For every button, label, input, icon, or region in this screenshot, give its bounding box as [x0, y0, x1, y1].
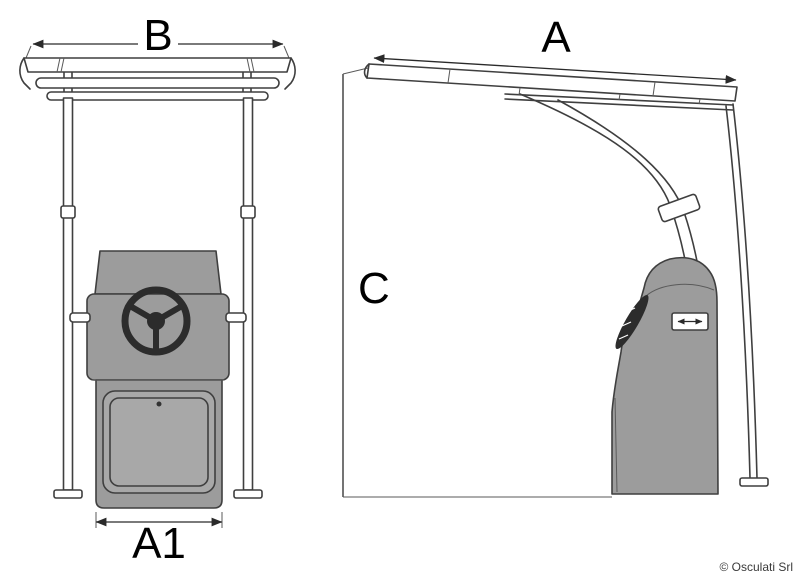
side-view: A C	[342, 13, 769, 498]
steering-wheel-side	[615, 294, 649, 350]
tube-joint-collar	[657, 193, 701, 223]
dim-label-A: A	[541, 13, 571, 62]
copyright-text: © Osculati Srl	[719, 560, 793, 574]
canopy-slab	[23, 57, 292, 73]
adjustment-plate	[671, 312, 709, 331]
access-door	[102, 390, 216, 494]
door-outer	[102, 390, 216, 494]
console-side	[611, 256, 719, 495]
leg-left-joint	[60, 205, 76, 219]
leg-right	[233, 97, 263, 499]
leg-right-foot	[233, 489, 263, 499]
leg-left-foot	[53, 489, 83, 499]
wheel-side-rim	[615, 294, 649, 350]
canopy-side	[363, 63, 738, 111]
dim-label-B: B	[143, 11, 172, 60]
dim-label-A1: A1	[132, 519, 186, 568]
canopy-crossbar-front	[35, 77, 280, 89]
door-inner	[109, 397, 209, 487]
dim-C: C	[342, 67, 612, 498]
rear-leg-foot	[739, 477, 769, 487]
front-view: B	[19, 11, 296, 568]
bracket-right	[225, 312, 247, 323]
rear-leg	[725, 103, 769, 487]
door-latch	[156, 401, 162, 407]
steering-wheel-front	[121, 286, 191, 356]
leg-left	[53, 97, 83, 499]
canopy-crossbar-rear	[46, 91, 269, 101]
bracket-left	[69, 312, 91, 323]
dim-B: B	[25, 11, 290, 60]
canopy-slab-side	[366, 63, 738, 102]
leg-right-joint	[240, 205, 256, 219]
dim-label-C: C	[358, 264, 390, 313]
wheel-hub	[147, 312, 165, 330]
canopy-front	[19, 57, 296, 101]
dim-A1: A1	[95, 512, 223, 568]
dim-A: A	[373, 13, 737, 84]
console-side-body	[611, 256, 719, 495]
